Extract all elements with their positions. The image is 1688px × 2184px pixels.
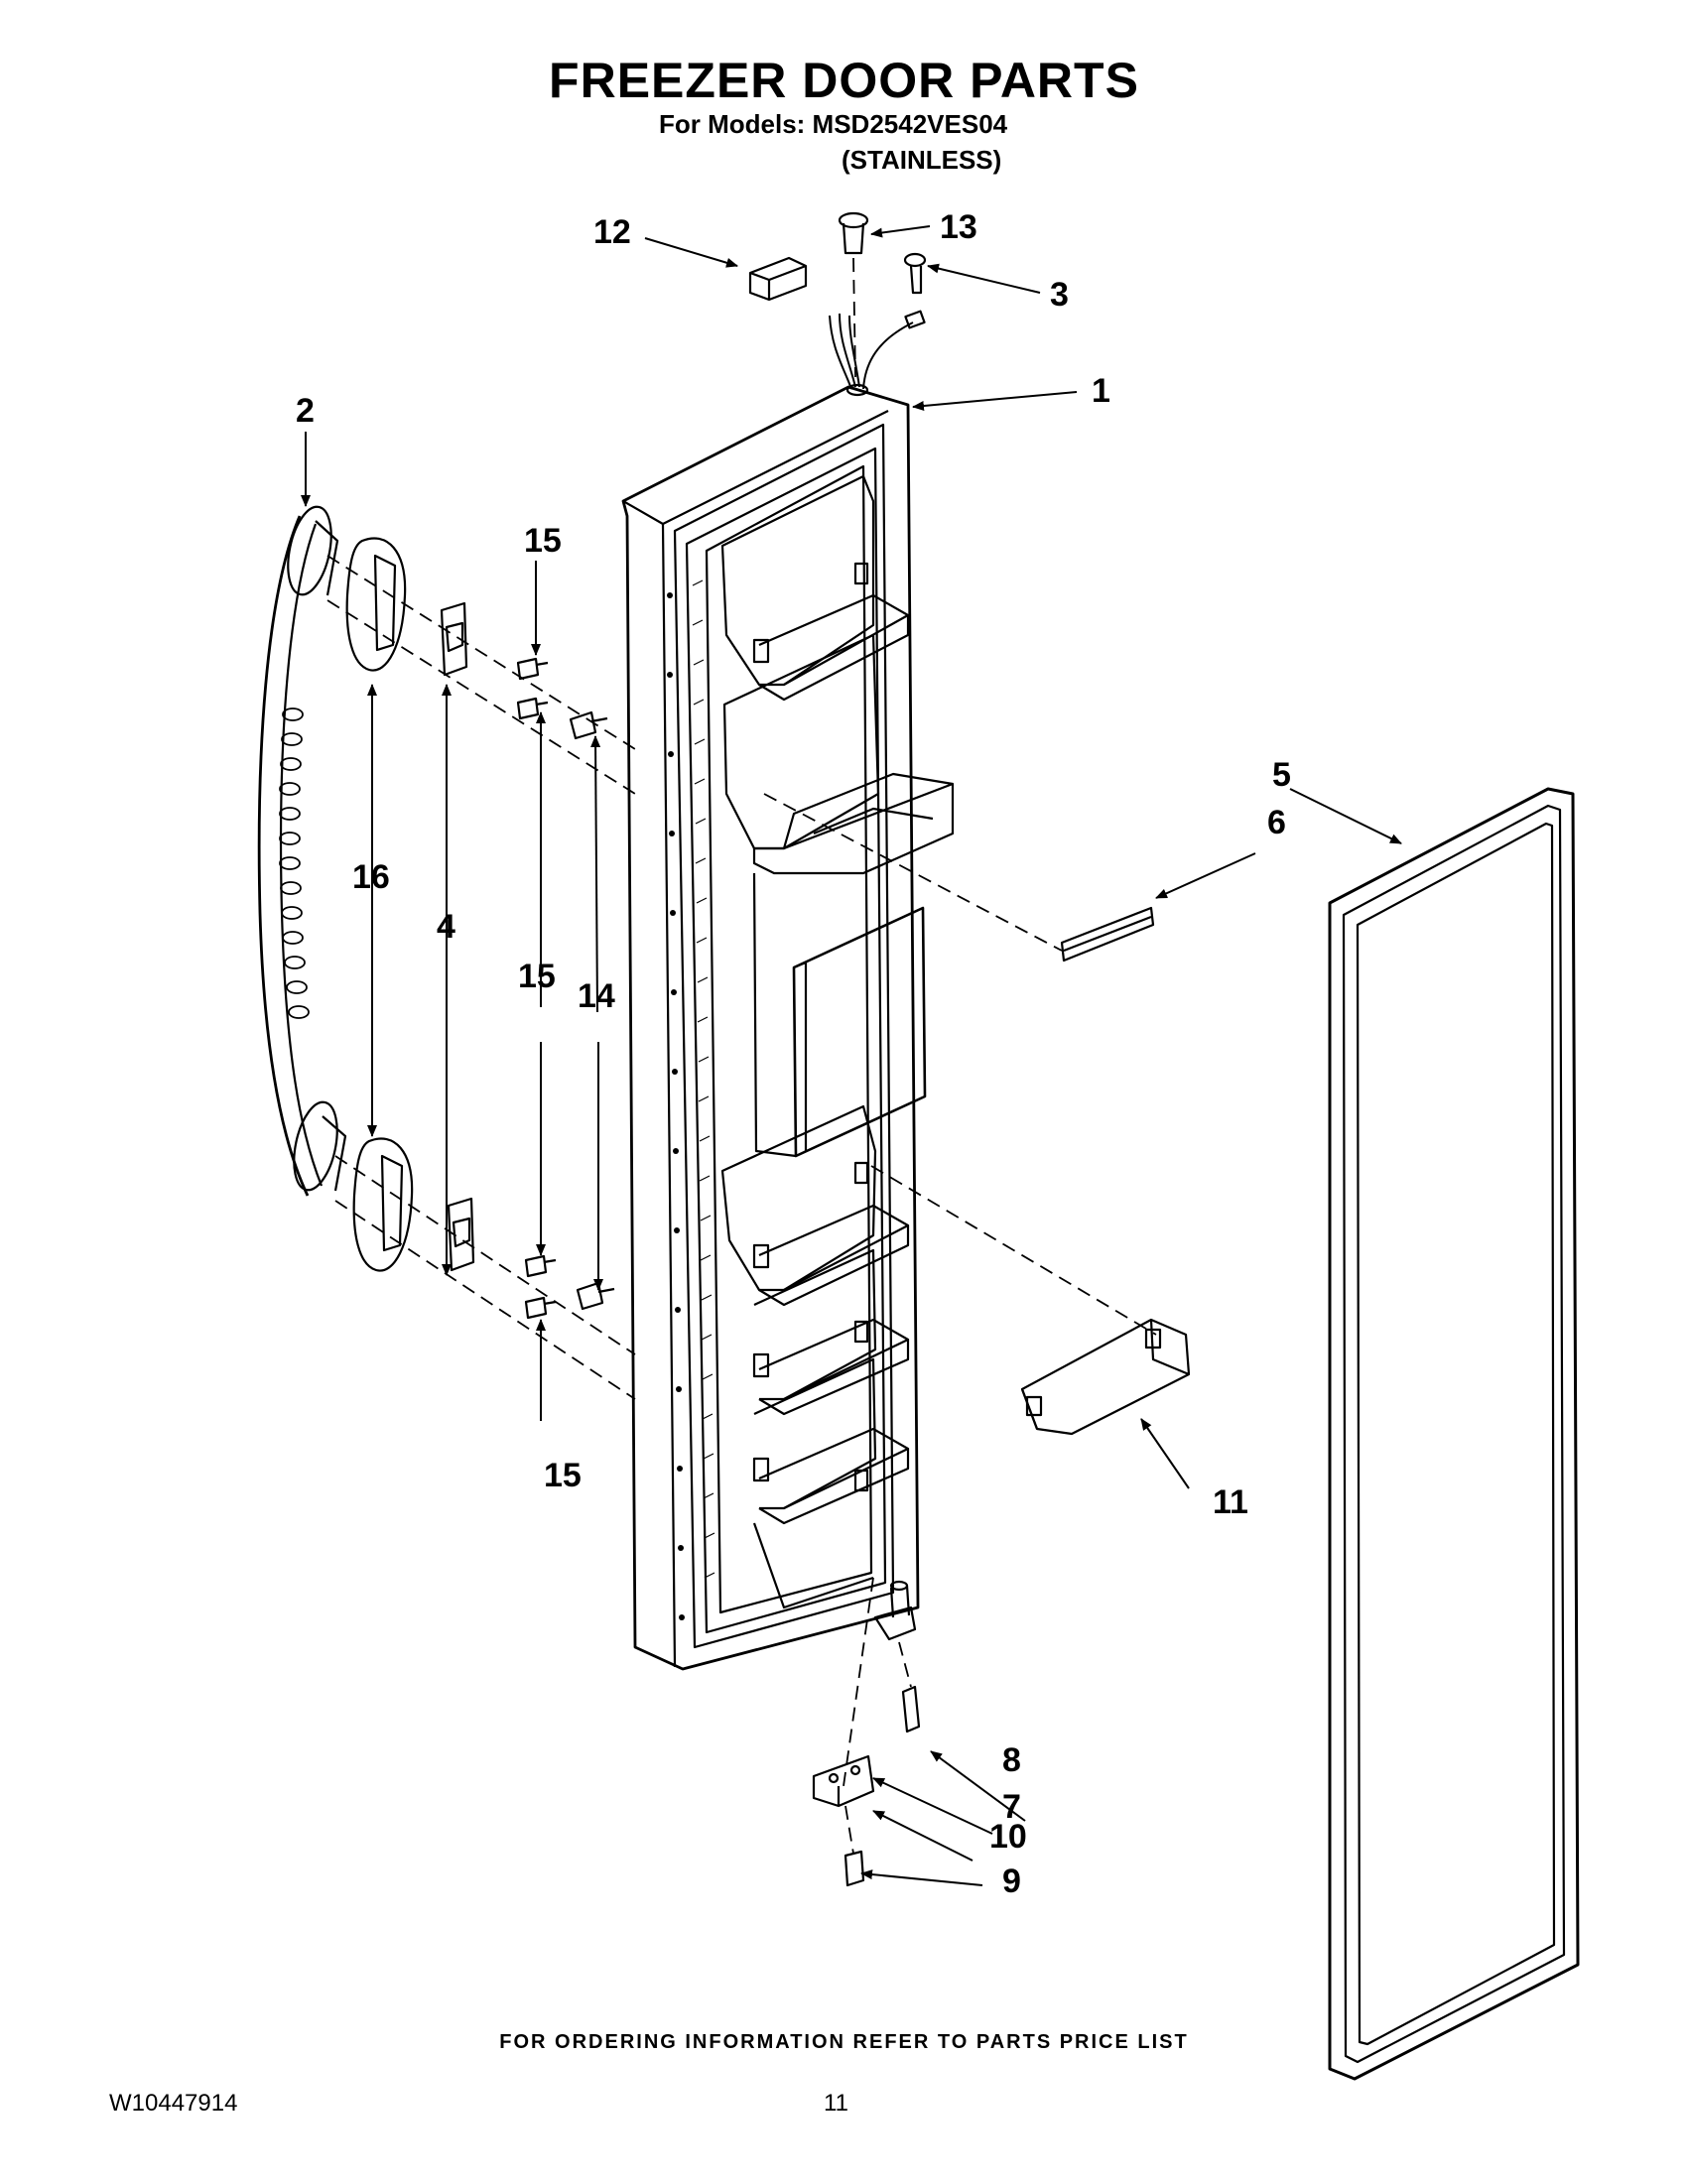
wire-connector (748, 256, 808, 302)
hole-plug (838, 211, 869, 255)
callout-10: 10 (989, 1818, 1027, 1856)
models-line: For Models: MSD2542VES04 (659, 109, 1008, 139)
door-bin (1020, 1318, 1191, 1436)
callout-16: 16 (352, 858, 390, 896)
ordering-note: FOR ORDERING INFORMATION REFER TO PARTS … (499, 2031, 1189, 2053)
callout-2: 2 (296, 392, 315, 430)
assembly-lines (326, 257, 1157, 1855)
variant-line: (STAINLESS) (842, 145, 1002, 175)
trim-strip (1060, 906, 1155, 963)
callout-6: 6 (1267, 804, 1286, 841)
page-number: 11 (824, 2090, 848, 2117)
callout-8: 8 (1002, 1741, 1021, 1779)
callout-1: 1 (1092, 372, 1110, 410)
bracket-screw (844, 1850, 865, 1887)
document-id: W10447914 (109, 2090, 238, 2117)
top-screw (903, 252, 927, 295)
callout-14: 14 (578, 977, 615, 1015)
callout-15-middle: 15 (518, 958, 556, 995)
freezer-door-assembly (621, 310, 955, 1671)
door-gasket (1328, 787, 1580, 2081)
handle-end-caps (345, 537, 414, 1272)
callout-15-top: 15 (524, 522, 562, 560)
callout-9: 9 (1002, 1863, 1021, 1900)
callout-5: 5 (1272, 756, 1291, 794)
callout-7: 7 (1002, 1788, 1021, 1826)
callout-12: 12 (593, 213, 631, 251)
hinge-bracket (812, 1754, 875, 1808)
page-title: FREEZER DOOR PARTS (549, 53, 1139, 108)
handle-clips (440, 601, 475, 1272)
callout-4: 4 (437, 908, 455, 946)
callout-11: 11 (1213, 1483, 1248, 1521)
callout-3: 3 (1050, 276, 1069, 314)
callout-13: 13 (940, 208, 977, 246)
callout-15-bottom: 15 (544, 1457, 582, 1494)
leader-arrows (301, 225, 1402, 1886)
hinge-screw (901, 1685, 921, 1734)
door-handle (257, 505, 347, 1197)
hinge-pin (873, 1580, 917, 1641)
